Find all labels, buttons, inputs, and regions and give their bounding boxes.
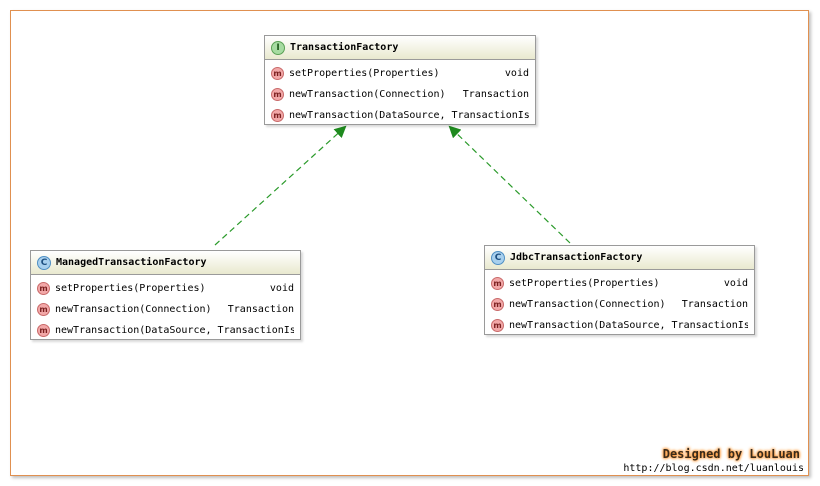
method-row[interactable]: m setProperties(Properties) void	[265, 63, 535, 84]
method-return-type: Transaction	[462, 89, 529, 100]
interface-icon: I	[271, 40, 285, 55]
class-name: ManagedTransactionFactory	[56, 257, 207, 268]
class-box-jdbc-transaction-factory[interactable]: C JdbcTransactionFactory m setProperties…	[484, 245, 755, 335]
method-icon: m	[37, 282, 50, 295]
method-row[interactable]: m newTransaction(Connection) Transaction	[265, 84, 535, 105]
implements-arrow-managed	[214, 125, 347, 246]
method-icon: m	[491, 277, 504, 290]
method-icon: m	[491, 319, 504, 332]
method-return-type: Transaction	[681, 299, 748, 310]
method-return-type: void	[723, 278, 748, 289]
class-box-transaction-factory[interactable]: I TransactionFactory m setProperties(Pro…	[264, 35, 536, 125]
class-icon: C	[491, 250, 505, 265]
method-icon: m	[271, 109, 284, 122]
implements-arrow-jdbc	[448, 125, 571, 244]
method-row[interactable]: m newTransaction(DataSource, Transaction…	[265, 105, 535, 124]
class-header: C JdbcTransactionFactory	[485, 246, 754, 270]
method-return-type: void	[504, 68, 529, 79]
class-name: JdbcTransactionFactory	[510, 252, 643, 263]
method-row[interactable]: m setProperties(Properties) void	[485, 273, 754, 294]
method-return-type: void	[269, 283, 294, 294]
method-return-type: Transaction	[227, 304, 294, 315]
class-header: C ManagedTransactionFactory	[31, 251, 300, 275]
method-icon: m	[271, 88, 284, 101]
method-row[interactable]: m newTransaction(Connection) Transaction	[31, 299, 300, 320]
method-icon: m	[37, 324, 50, 337]
method-icon: m	[37, 303, 50, 316]
method-list: m setProperties(Properties) void m newTr…	[485, 270, 754, 334]
method-signature: newTransaction(DataSource, TransactionIs…	[509, 320, 748, 331]
method-signature: newTransaction(Connection)	[509, 299, 666, 310]
method-list: m setProperties(Properties) void m newTr…	[31, 275, 300, 339]
method-signature: newTransaction(DataSource, TransactionIs…	[289, 110, 529, 121]
method-signature: setProperties(Properties)	[289, 68, 440, 79]
class-box-managed-transaction-factory[interactable]: C ManagedTransactionFactory m setPropert…	[30, 250, 301, 340]
class-header: I TransactionFactory	[265, 36, 535, 60]
method-signature: newTransaction(Connection)	[289, 89, 446, 100]
method-signature: newTransaction(DataSource, TransactionIs…	[55, 325, 294, 336]
credit-block: Designed by LouLuan http://blog.csdn.net…	[623, 447, 804, 474]
method-signature: setProperties(Properties)	[509, 278, 660, 289]
method-list: m setProperties(Properties) void m newTr…	[265, 60, 535, 124]
class-icon: C	[37, 255, 51, 270]
blog-url: http://blog.csdn.net/luanlouis	[623, 463, 804, 474]
method-row[interactable]: m newTransaction(DataSource, Transaction…	[485, 315, 754, 334]
designer-credit: Designed by LouLuan	[662, 447, 800, 461]
method-icon: m	[491, 298, 504, 311]
method-row[interactable]: m newTransaction(Connection) Transaction	[485, 294, 754, 315]
class-name: TransactionFactory	[290, 42, 399, 53]
method-signature: setProperties(Properties)	[55, 283, 206, 294]
method-row[interactable]: m setProperties(Properties) void	[31, 278, 300, 299]
method-row[interactable]: m newTransaction(DataSource, Transaction…	[31, 320, 300, 339]
method-signature: newTransaction(Connection)	[55, 304, 212, 315]
method-icon: m	[271, 67, 284, 80]
